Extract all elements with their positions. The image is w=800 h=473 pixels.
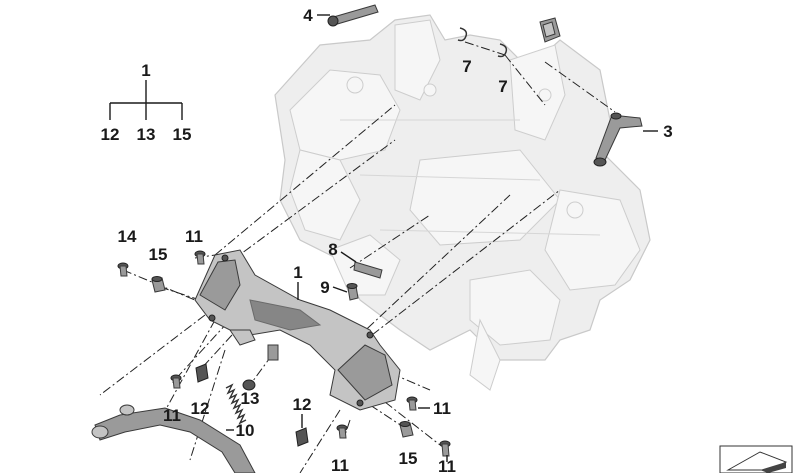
callout-11-lower-left: 11 (163, 406, 181, 425)
bolt-part-11-upper (194, 250, 206, 265)
callout-15-left: 15 (149, 245, 168, 264)
callout-12-lower-left: 12 (191, 399, 210, 418)
callout-4: 4 (303, 6, 313, 25)
clamp-part (539, 17, 561, 43)
clip-part-7-left (457, 27, 468, 42)
bolt-part-11-right (406, 396, 418, 411)
spring-part-10 (225, 383, 247, 425)
callout-11-far-right: 11 (438, 457, 456, 473)
callout-12-tree: 12 (101, 125, 120, 144)
bushing-part-15-left (151, 276, 166, 293)
callout-12-lower-mid: 12 (293, 395, 312, 414)
callout-15-bottom: 15 (399, 449, 418, 468)
bolt-part-14 (117, 262, 129, 277)
callout-labels: 1 12 13 15 4 7 7 3 14 15 11 8 9 1 11 12 … (101, 6, 673, 473)
pin-part-8 (353, 261, 383, 279)
callout-3: 3 (663, 122, 672, 141)
callout-1-bracket: 1 (293, 263, 302, 282)
lever-part-3 (593, 112, 643, 167)
callout-15-tree: 15 (173, 125, 192, 144)
callout-1-assembly: 1 (141, 61, 150, 80)
bolt-part-11-far-right (439, 440, 451, 457)
callout-13-lower: 13 (241, 389, 260, 408)
bolt-part-11-bottom (336, 424, 348, 439)
buffer-part-13 (242, 379, 256, 391)
callout-8: 8 (328, 240, 337, 259)
document-icon (719, 445, 793, 473)
callout-11-bottom: 11 (331, 456, 349, 473)
peg-part-12-left (195, 363, 209, 383)
callout-11-upper: 11 (185, 227, 203, 246)
callout-13-tree: 13 (137, 125, 156, 144)
bolt-part-11-lower-left (170, 374, 182, 389)
pin-part-4 (327, 4, 379, 27)
callout-9: 9 (320, 278, 329, 297)
bushing-part-15-bottom (399, 421, 414, 438)
callout-14: 14 (118, 227, 137, 246)
callout-11-right: 11 (433, 399, 451, 418)
linkage-rod (91, 404, 256, 473)
peg-part-12-mid (295, 427, 309, 447)
callout-7-right: 7 (498, 77, 507, 96)
callout-7-left: 7 (462, 57, 471, 76)
main-bracket (194, 249, 401, 411)
screw-part-9 (346, 283, 359, 301)
leader-lines (109, 14, 658, 462)
callout-10: 10 (236, 421, 255, 440)
clip-part-7-right (497, 43, 508, 58)
